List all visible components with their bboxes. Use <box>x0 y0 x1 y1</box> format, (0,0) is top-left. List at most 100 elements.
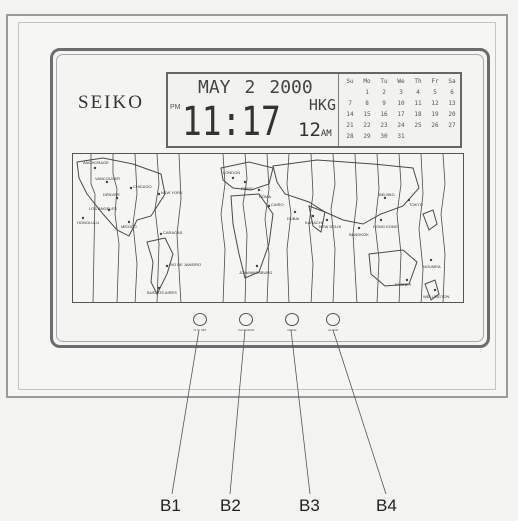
map-city-label: HONG KONG <box>373 224 398 229</box>
calendar-day: 2 <box>382 89 386 96</box>
map-city-label: BANGKOK <box>349 232 369 237</box>
calendar-week-row: 1 2 3 4 5 6 <box>342 88 460 98</box>
calendar-weekday: Sa <box>448 78 456 85</box>
calendar-day: 7 <box>348 100 352 107</box>
map-city-label: RIO DE JANEIRO <box>169 262 202 267</box>
map-city-label: CAIRO <box>271 202 284 207</box>
calendar-weekday: Fr <box>431 78 439 85</box>
lcd-seconds: 12AM <box>298 116 338 144</box>
map-city-label: CARACAS <box>163 230 183 235</box>
calendar-day: 19 <box>431 111 439 118</box>
map-city-label: CHICAGO <box>133 184 152 189</box>
leader-line-b2 <box>229 329 246 495</box>
map-city-label: KARACHI <box>305 220 323 225</box>
map-city-label: BUENOS AIRES <box>147 290 177 295</box>
map-city-label: HONOLULU <box>77 220 100 225</box>
callout-label-b4: B4 <box>376 496 397 515</box>
button-b2[interactable] <box>239 313 253 326</box>
calendar-day: 26 <box>431 122 439 129</box>
map-city-label: DENVER <box>103 192 120 197</box>
clock-face-inner-border <box>56 54 484 342</box>
brand-logo: SEIKO <box>78 92 144 113</box>
calendar-day: 4 <box>416 89 420 96</box>
map-city-label: MEXICO <box>121 224 137 229</box>
calendar-weekday-row: Su Mo Tu We Th Fr Sa <box>342 77 460 87</box>
lcd-month: MAY <box>198 77 231 98</box>
calendar-day: 30 <box>380 133 388 140</box>
button-b4[interactable] <box>326 313 340 326</box>
calendar-day: 28 <box>346 133 354 140</box>
callout-label-b1: B1 <box>160 496 181 515</box>
map-city-label: VANCOUVER <box>95 176 121 181</box>
calendar-weekday: Th <box>414 78 422 85</box>
calendar-day: 18 <box>414 111 422 118</box>
calendar-day: 8 <box>365 100 369 107</box>
map-city-label: TOKYO <box>409 202 423 207</box>
map-city-label: ROMA <box>259 194 271 199</box>
calendar-weekday: Mo <box>363 78 371 85</box>
calendar-day: 13 <box>448 100 456 107</box>
calendar-day: 6 <box>450 89 454 96</box>
world-time-zone-map: ANCHORAGE VANCOUVER CHICAGO DENVER NEW Y… <box>72 153 464 303</box>
calendar-day: 9 <box>382 100 386 107</box>
lcd-divider <box>338 74 339 146</box>
lcd-pm-indicator: PM <box>170 104 181 111</box>
calendar-day: 24 <box>397 122 405 129</box>
map-city-label: PARIS <box>241 186 253 191</box>
calendar-week-row: 7 8 9 10 11 12 13 <box>342 99 460 109</box>
lcd-day: 2 <box>244 77 256 98</box>
calendar-day: 17 <box>397 111 405 118</box>
lcd-year: 2000 <box>269 77 313 98</box>
lcd-city-code: HKG <box>308 96 336 114</box>
lcd-calendar: Su Mo Tu We Th Fr Sa 1 2 3 4 5 6 7 8 9 1… <box>342 77 460 145</box>
map-city-label: DUBAI <box>287 216 300 221</box>
calendar-day: 12 <box>431 100 439 107</box>
callout-label-b3: B3 <box>299 496 320 515</box>
map-city-label: LOS ANGELES <box>89 206 117 211</box>
calendar-day: 15 <box>363 111 371 118</box>
lcd-seconds-unit: AM <box>320 129 332 139</box>
map-city-label: NEW YORK <box>161 190 183 195</box>
world-map-drawing <box>76 154 446 302</box>
calendar-day: 11 <box>414 100 422 107</box>
calendar-day: 20 <box>448 111 456 118</box>
lcd-time: 11:17 <box>182 99 281 145</box>
button-b3[interactable] <box>285 313 299 326</box>
calendar-day: 3 <box>399 89 403 96</box>
map-city-label: JOHANNESBURG <box>239 270 273 275</box>
frame-inner-line <box>18 22 496 390</box>
calendar-day: 31 <box>397 133 405 140</box>
calendar-weekday: We <box>397 78 405 85</box>
calendar-day: 1 <box>365 89 369 96</box>
calendar-week-row: 14 15 16 17 18 19 20 <box>342 110 460 120</box>
calendar-day: 29 <box>363 133 371 140</box>
map-city-label: NEW DELHI <box>319 224 342 229</box>
calendar-day: 23 <box>380 122 388 129</box>
callout-label-b2: B2 <box>220 496 241 515</box>
calendar-weekday: Su <box>346 78 354 85</box>
calendar-day: 10 <box>397 100 405 107</box>
calendar-day: 25 <box>414 122 422 129</box>
map-city-label: WELLINGTON <box>423 294 450 299</box>
calendar-day: 27 <box>448 122 456 129</box>
calendar-day: 5 <box>433 89 437 96</box>
calendar-week-row: 28 29 30 31 <box>342 132 460 142</box>
calendar-day: 21 <box>346 122 354 129</box>
lcd-date: MAY 2 2000 <box>198 77 313 98</box>
calendar-day: 16 <box>380 111 388 118</box>
button-b1[interactable] <box>193 313 207 326</box>
button-b3-caption: MODE <box>287 328 297 332</box>
calendar-day: 22 <box>363 122 371 129</box>
map-city-label: ANCHORAGE <box>83 160 109 165</box>
calendar-weekday: Tu <box>380 78 388 85</box>
map-city-label: SYDNEY <box>395 282 412 287</box>
calendar-week-row: 21 22 23 24 25 26 27 <box>342 121 460 131</box>
map-city-label: NOUMEA <box>423 264 441 269</box>
button-b2-caption: CALENDAR <box>237 328 255 332</box>
lcd-seconds-value: 12 <box>298 119 321 141</box>
leader-line-b1 <box>171 329 200 495</box>
map-city-label: BEIJING <box>379 192 395 197</box>
map-city-label: LONDON <box>223 170 241 175</box>
calendar-day: 14 <box>346 111 354 118</box>
